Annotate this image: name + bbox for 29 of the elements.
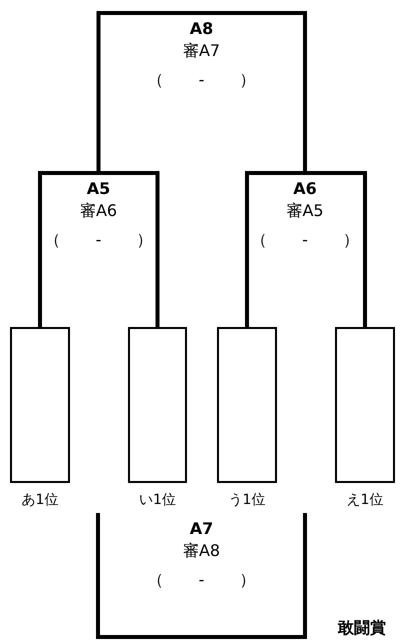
match-number: A7 xyxy=(190,519,214,538)
team-label: う1位 xyxy=(228,491,266,509)
team-label: あ1位 xyxy=(22,491,58,509)
bracket-line xyxy=(38,171,98,327)
team-box xyxy=(10,327,70,483)
bracket-line xyxy=(202,11,307,173)
score-field: （ - ） xyxy=(251,230,359,250)
referee-label: 審A8 xyxy=(182,541,220,560)
bracket-line xyxy=(245,171,305,327)
match-number: A5 xyxy=(86,179,110,198)
match-number: A8 xyxy=(190,19,214,38)
award-label: 敢闘賞 xyxy=(338,618,386,639)
bracket-line xyxy=(202,513,307,639)
team-label: い1位 xyxy=(139,491,176,509)
score-field: （ - ） xyxy=(148,70,256,90)
team-box xyxy=(217,327,277,483)
referee-label: 審A6 xyxy=(80,201,118,220)
team-label: え1位 xyxy=(346,491,384,509)
bracket-line xyxy=(96,11,202,173)
team-box xyxy=(335,327,395,483)
score-field: （ - ） xyxy=(148,570,256,590)
referee-label: 審A7 xyxy=(182,41,220,60)
score-field: （ - ） xyxy=(44,230,152,250)
team-box xyxy=(128,327,187,483)
referee-label: 審A5 xyxy=(286,201,324,220)
bracket-line xyxy=(98,171,160,327)
match-number: A6 xyxy=(293,179,317,198)
bracket-line xyxy=(96,513,202,639)
bracket-line xyxy=(305,171,367,327)
